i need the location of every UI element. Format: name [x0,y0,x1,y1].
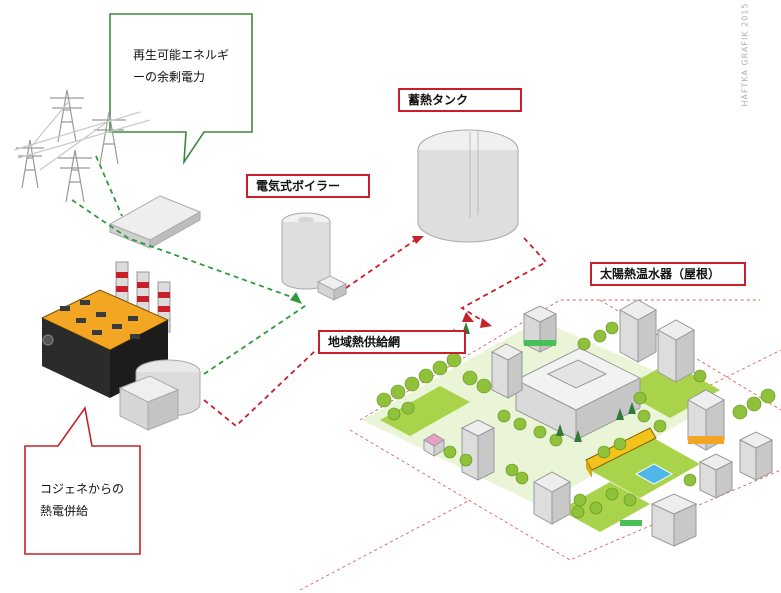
cogeneration-bubble-text: コジェネからの 熱電併給 [40,478,124,522]
heat-storage-tank-label: 蓄熱タンク [398,88,522,112]
renewable-energy-line-1: 再生可能エネルギ [133,48,230,62]
electric-boiler-label: 電気式ボイラー [246,174,370,198]
red-arrowheads [412,236,492,328]
renewable-energy-bubble-text: 再生可能エネルギ ーの余剰電力 [133,44,229,88]
cogeneration-line-1: コジェネからの [40,482,125,496]
cogeneration-plant [40,261,201,431]
heat-storage-tank [417,129,519,243]
watermark: HAFTKA GRAFIK 2015 [740,2,750,107]
green-arrowhead [290,292,302,304]
electric-boiler [281,212,348,301]
cogeneration-bubble [24,405,141,555]
substation [108,195,202,249]
solar-water-heater-label: 太陽熱温水器（屋根） [590,262,746,286]
district-heating-network-label: 地域熱供給網 [318,330,466,354]
renewable-energy-bubble [109,13,253,165]
renewable-energy-line-2: ーの余剰電力 [133,70,206,84]
green-electric-flows [71,155,309,375]
red-heat-flows [203,237,548,428]
cogeneration-line-2: 熱電併給 [40,504,89,518]
power-pylons [13,89,151,203]
town [362,299,776,547]
